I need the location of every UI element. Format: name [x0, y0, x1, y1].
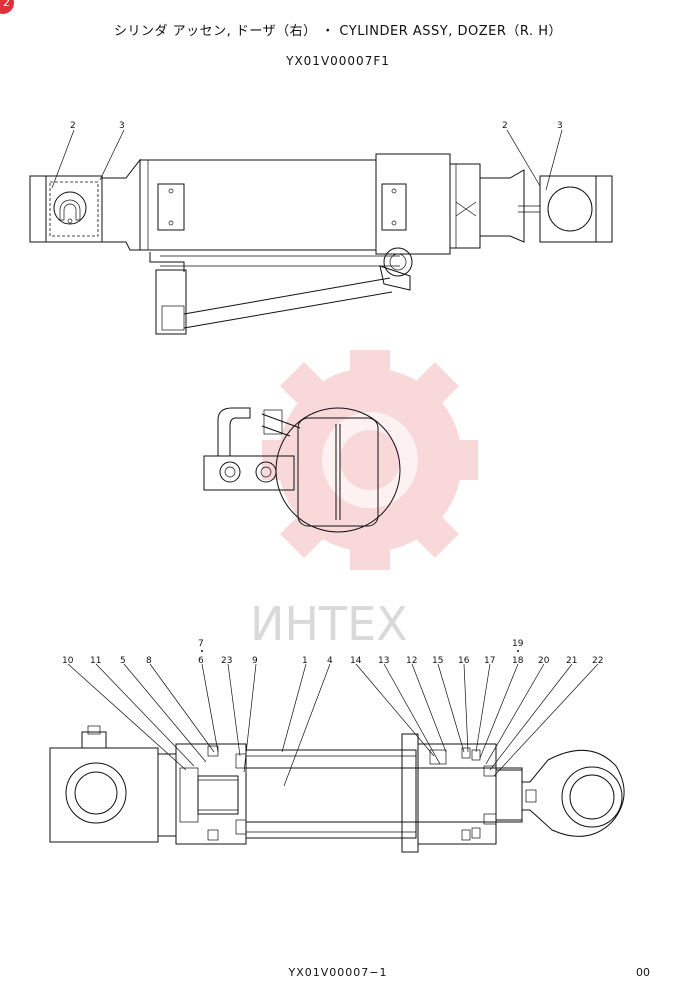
watermark-gear-icon: [262, 350, 478, 570]
part-label-23: 23: [221, 656, 232, 666]
part-label-5: 5: [120, 656, 126, 666]
part-label-19: 19: [512, 639, 524, 649]
part-label-1: 1: [302, 656, 308, 666]
part-label-17: 17: [484, 656, 495, 666]
part-label-2: 2: [70, 121, 76, 131]
section-view-leaders: 7 19 10 11 5 8 6 23 9 1 4 14 13 12 15 16…: [62, 639, 603, 787]
part-label-11: 11: [90, 656, 101, 666]
end-view-cylinder: [203, 407, 401, 533]
part-label-20: 20: [538, 656, 550, 666]
top-view-cylinder: [29, 153, 613, 335]
part-label-7: 7: [198, 639, 204, 649]
part-label-2: 2: [502, 121, 508, 131]
page-title: シリンダ アッセン, ドーザ（右） ・ CYLINDER ASSY, DOZER…: [114, 24, 562, 39]
part-label-12: 12: [406, 656, 417, 666]
drawing-code: YX01V00007F1: [286, 54, 390, 68]
footer-revision: 00: [636, 966, 650, 979]
part-label-3: 3: [557, 121, 563, 131]
part-label-18: 18: [512, 656, 524, 666]
footer-drawing-code: YX01V00007−1: [288, 966, 388, 979]
part-label-22: 22: [592, 656, 603, 666]
top-view-leaders: 2 3 2 3: [51, 121, 563, 191]
watermark-text: ИНТЕХ: [250, 597, 408, 651]
page-badge: 2: [0, 0, 14, 14]
part-label-6: 6: [198, 656, 204, 666]
section-view-cylinder: [49, 725, 625, 853]
part-label-14: 14: [350, 656, 362, 666]
part-label-16: 16: [458, 656, 470, 666]
part-label-8: 8: [146, 656, 152, 666]
part-label-13: 13: [378, 656, 389, 666]
part-label-9: 9: [252, 656, 258, 666]
part-label-21: 21: [566, 656, 577, 666]
part-label-10: 10: [62, 656, 74, 666]
part-label-4: 4: [327, 656, 333, 666]
part-label-3: 3: [119, 121, 125, 131]
part-label-15: 15: [432, 656, 443, 666]
